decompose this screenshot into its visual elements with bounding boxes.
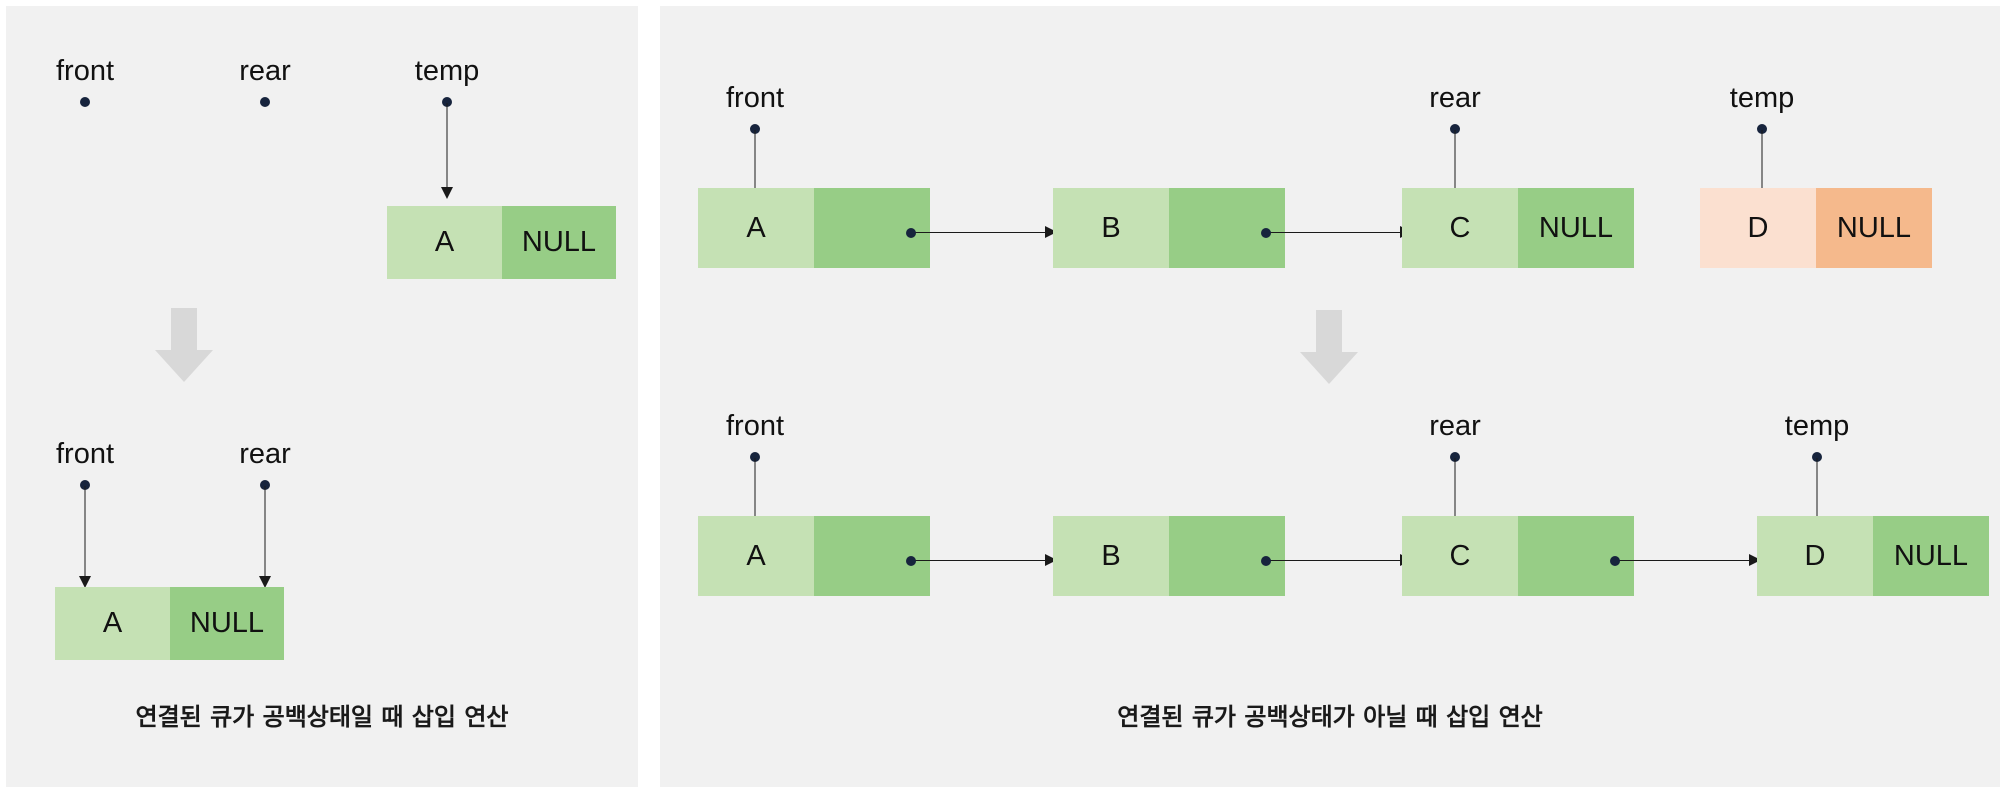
node-data-cell: C [1402, 516, 1518, 596]
node-data-cell: D [1700, 188, 1816, 268]
node-D-before-right: D NULL [1700, 188, 1932, 268]
pointer-rear-stem [264, 486, 266, 578]
pointer-temp-arrowhead [441, 187, 453, 199]
node-A-after-right: A [698, 516, 930, 596]
node-A-before-left: A NULL [387, 206, 616, 279]
pointer-front-dot [750, 124, 760, 134]
link-origin-dot [906, 556, 916, 566]
pointer-front-dot [80, 97, 90, 107]
pointer-front-dot [750, 452, 760, 462]
link-arrow-A-to-B-after [906, 554, 1057, 566]
pointer-temp-dot [442, 97, 452, 107]
pointer-rear-label: rear [1429, 82, 1481, 114]
pointer-rear-stem [1454, 458, 1456, 530]
node-C-before-right: C NULL [1402, 188, 1634, 268]
link-line [911, 560, 1056, 561]
node-data-cell: A [698, 188, 814, 268]
pointer-temp-dot [1757, 124, 1767, 134]
link-line [1266, 560, 1411, 561]
panel-empty-queue-insert [6, 6, 638, 787]
pointer-temp-stem [1761, 130, 1763, 202]
pointer-temp-label: temp [414, 55, 480, 87]
link-origin-dot [906, 228, 916, 238]
link-arrow-B-to-C-after [1261, 554, 1412, 566]
node-link-cell: NULL [1518, 188, 1634, 268]
pointer-front-stem [754, 458, 756, 530]
pointer-temp-label: temp [1784, 410, 1850, 442]
pointer-front-arrowhead [79, 576, 91, 588]
link-arrow-B-to-C-before [1261, 226, 1412, 238]
pointer-front-label: front [725, 410, 785, 442]
link-origin-dot [1261, 556, 1271, 566]
link-line [1615, 560, 1760, 561]
node-B-after-right: B [1053, 516, 1285, 596]
pointer-temp-stem [446, 103, 448, 189]
pointer-front-label: front [55, 438, 115, 470]
link-arrow-A-to-B-before [906, 226, 1057, 238]
node-A-before-right: A [698, 188, 930, 268]
link-line [911, 232, 1056, 233]
pointer-rear-stem [1454, 130, 1456, 202]
transition-arrow-right [1300, 310, 1358, 384]
node-data-cell: B [1053, 188, 1169, 268]
node-link-cell: NULL [1816, 188, 1932, 268]
node-data-cell: A [387, 206, 502, 279]
pointer-front-stem [754, 130, 756, 202]
pointer-temp-stem [1816, 458, 1818, 530]
link-line [1266, 232, 1411, 233]
transition-arrow-left [155, 308, 213, 382]
node-data-cell: B [1053, 516, 1169, 596]
node-link-cell: NULL [170, 587, 284, 660]
pointer-rear-dot [1450, 452, 1460, 462]
pointer-rear-dot [1450, 124, 1460, 134]
pointer-rear-dot [260, 480, 270, 490]
node-link-cell: NULL [502, 206, 616, 279]
pointer-rear-arrowhead [259, 576, 271, 588]
node-D-after-right: D NULL [1757, 516, 1989, 596]
transition-arrow-tip [155, 350, 213, 382]
node-data-cell: A [55, 587, 170, 660]
panel-nonempty-queue-insert [660, 6, 2000, 787]
node-data-cell: A [698, 516, 814, 596]
node-B-before-right: B [1053, 188, 1285, 268]
pointer-rear-label: rear [1429, 410, 1481, 442]
transition-arrow-shaft [1316, 310, 1342, 354]
pointer-front-label: front [725, 82, 785, 114]
pointer-front-label: front [55, 55, 115, 87]
caption-right: 연결된 큐가 공백상태가 아닐 때 삽입 연산 [1117, 703, 1543, 731]
pointer-rear-dot [260, 97, 270, 107]
caption-left: 연결된 큐가 공백상태일 때 삽입 연산 [135, 703, 509, 731]
link-origin-dot [1610, 556, 1620, 566]
node-C-after-right: C [1402, 516, 1634, 596]
pointer-rear-label: rear [239, 55, 291, 87]
transition-arrow-tip [1300, 352, 1358, 384]
pointer-front-dot [80, 480, 90, 490]
pointer-temp-dot [1812, 452, 1822, 462]
link-origin-dot [1261, 228, 1271, 238]
pointer-rear-label: rear [239, 438, 291, 470]
node-data-cell: D [1757, 516, 1873, 596]
link-arrow-C-to-D-after [1610, 554, 1761, 566]
node-link-cell: NULL [1873, 516, 1989, 596]
node-data-cell: C [1402, 188, 1518, 268]
transition-arrow-shaft [171, 308, 197, 352]
node-A-after-left: A NULL [55, 587, 284, 660]
pointer-temp-label: temp [1729, 82, 1795, 114]
pointer-front-stem [84, 486, 86, 578]
